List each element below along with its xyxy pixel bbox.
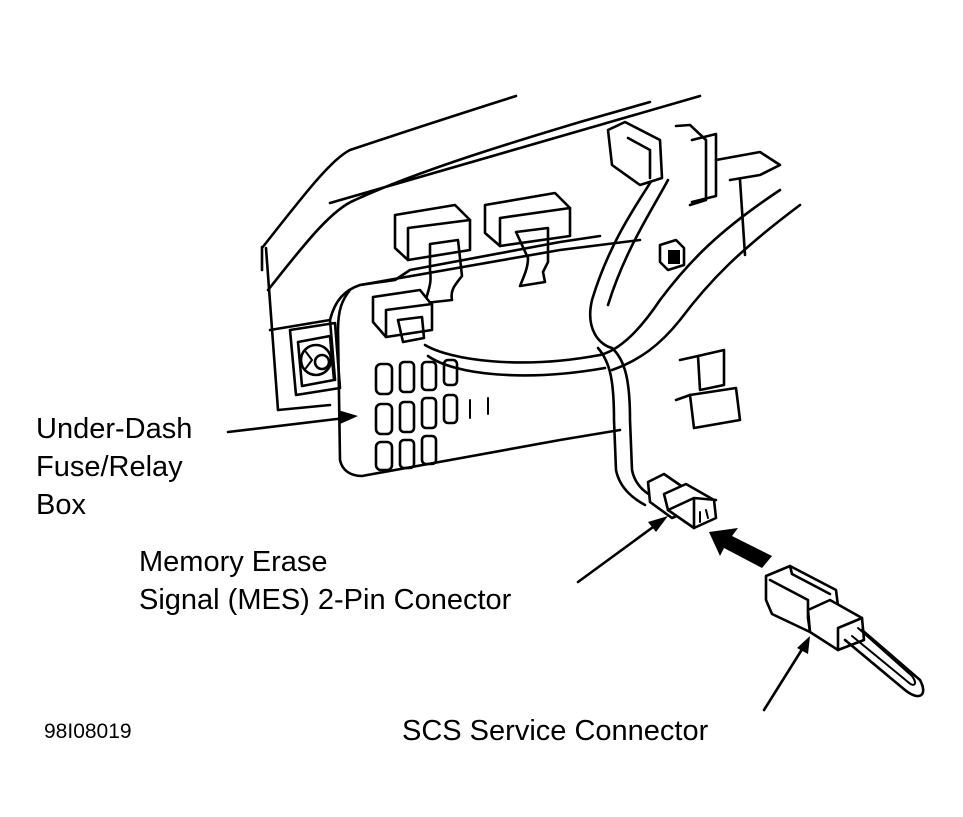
relay-right [483, 191, 572, 288]
upper-connector [606, 120, 708, 207]
label-line: Signal (MES) 2-Pin Conector [139, 584, 512, 616]
fuse-slots [374, 358, 489, 472]
label-fuse-relay-box: Under-Dash Fuse/Relay Box [36, 410, 192, 524]
scs-service-connector [764, 564, 925, 698]
harness-connector-left [371, 288, 434, 344]
leader-arrow-fuse-box [226, 410, 358, 434]
wire-harness [423, 173, 802, 507]
label-line: SCS Service Connector [402, 715, 709, 747]
leader-arrow-scs [762, 636, 810, 712]
fuse-box-body [328, 234, 642, 478]
label-mes-connector: Memory Erase Signal (MES) 2-Pin Conector [139, 543, 511, 619]
mes-2pin-connector [646, 472, 718, 530]
label-line: Box [36, 489, 86, 521]
leader-arrow-mes [576, 516, 668, 584]
label-line: Under-Dash [36, 413, 193, 445]
mounting-bolt [288, 321, 342, 397]
label-line: Fuse/Relay [36, 451, 183, 483]
label-scs-connector: SCS Service Connector [402, 712, 708, 750]
insert-arrow [709, 528, 772, 568]
relay-left [393, 203, 472, 305]
label-line: Memory Erase [139, 546, 328, 578]
figure-id: 98I08019 [44, 720, 132, 743]
relay-right-blocks [658, 132, 782, 430]
